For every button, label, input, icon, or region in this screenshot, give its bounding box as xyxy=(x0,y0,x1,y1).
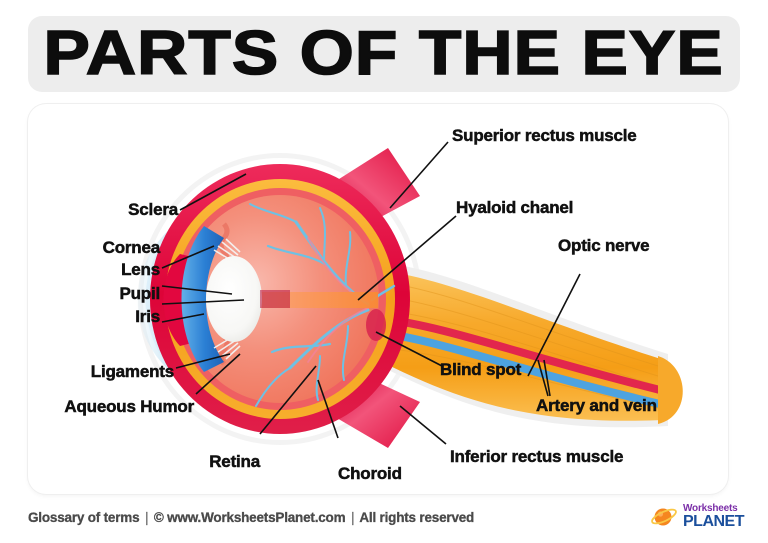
diagram-card: Sclera Cornea Lens Pupil Iris Ligaments … xyxy=(28,104,728,494)
leader-cornea xyxy=(161,245,215,269)
leader-lens xyxy=(161,285,233,295)
page-title: PARTS OF THE EYE xyxy=(43,19,725,88)
leader-inferior-rectus xyxy=(399,405,447,445)
planet-icon xyxy=(651,508,677,526)
leader-ligaments xyxy=(175,353,231,369)
leader-blind-spot xyxy=(375,331,443,367)
leader-artery-vein-2 xyxy=(543,359,551,397)
label-artery-and-vein: Artery and vein xyxy=(536,396,657,416)
label-hyaloid-chanel: Hyaloid chanel xyxy=(456,198,574,218)
leader-artery-vein xyxy=(537,359,549,397)
leader-lines xyxy=(161,141,581,445)
leader-optic-nerve xyxy=(527,273,581,377)
leader-choroid xyxy=(317,379,339,439)
footer-rights: All rights reserved xyxy=(359,510,475,525)
optic-nerve-tip xyxy=(658,356,683,424)
label-choroid: Choroid xyxy=(338,464,402,484)
logo-planet-text: PLANET xyxy=(683,513,745,530)
label-lens: Lens xyxy=(121,260,161,280)
label-retina: Retina xyxy=(209,452,260,472)
footer-site: www.WorksheetsPlanet.com xyxy=(167,510,346,525)
title-banner: PARTS OF THE EYE xyxy=(28,16,740,92)
blind-spot-shape xyxy=(366,309,386,341)
leader-sclera xyxy=(179,173,247,211)
footer-separator-1: | xyxy=(144,510,149,525)
cornea-shape xyxy=(137,222,196,378)
label-blind-spot: Blind spot xyxy=(440,360,522,380)
label-inferior-rectus-muscle: Inferior rectus muscle xyxy=(450,447,624,467)
label-iris: Iris xyxy=(135,307,160,327)
pupil-shape xyxy=(260,290,290,308)
label-ligaments: Ligaments xyxy=(90,362,175,382)
ligaments-shape xyxy=(213,238,241,360)
label-optic-nerve: Optic nerve xyxy=(558,236,650,256)
leader-aqueous xyxy=(195,353,241,395)
footer-credits: Glossary of terms | © www.WorksheetsPlan… xyxy=(28,510,475,525)
leader-retina xyxy=(259,365,317,435)
leader-superior-rectus xyxy=(389,141,449,209)
label-pupil: Pupil xyxy=(119,284,160,304)
leader-hyaloid xyxy=(357,215,457,301)
worksheets-planet-logo[interactable]: Worksheets PLANET xyxy=(650,503,745,530)
label-sclera: Sclera xyxy=(128,200,179,220)
footer-separator-2: | xyxy=(350,510,355,525)
eye-diagram xyxy=(28,104,728,494)
lens-shape xyxy=(206,256,262,342)
leader-iris xyxy=(161,313,205,323)
logo-wordmark: Worksheets PLANET xyxy=(683,503,745,530)
label-superior-rectus-muscle: Superior rectus muscle xyxy=(452,126,637,146)
footer: Glossary of terms | © www.WorksheetsPlan… xyxy=(0,498,768,543)
footer-glossary: Glossary of terms xyxy=(28,510,140,525)
label-cornea: Cornea xyxy=(102,238,160,258)
eye-illustration xyxy=(137,141,683,448)
copyright-icon: © xyxy=(153,510,164,525)
leader-pupil xyxy=(161,299,245,305)
logo-worksheets-text: Worksheets xyxy=(683,503,738,514)
label-aqueous-humor: Aqueous Humor xyxy=(64,397,194,417)
iris-shape xyxy=(181,226,224,372)
